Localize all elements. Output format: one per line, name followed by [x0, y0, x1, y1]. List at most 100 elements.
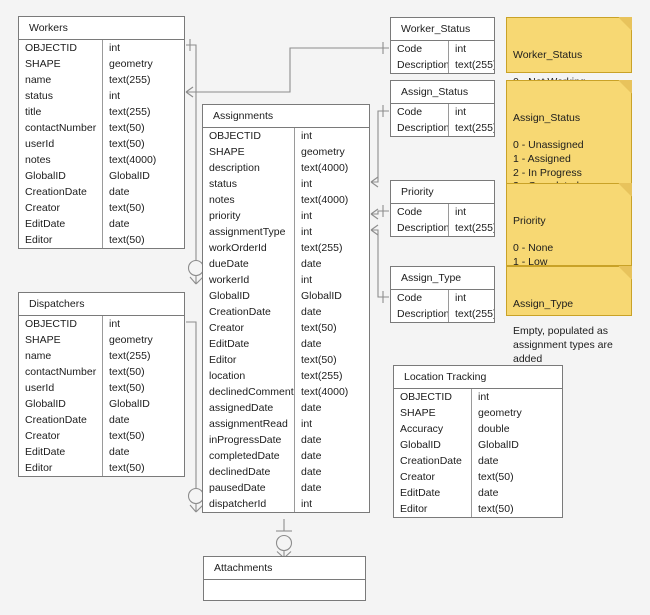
field-name: declinedComment [203, 384, 295, 400]
field-name: GlobalID [394, 437, 472, 453]
field-name: notes [19, 152, 103, 168]
field-type: int [301, 178, 313, 190]
field-type: int [301, 418, 313, 430]
table-title: Attachments [204, 557, 365, 580]
field-name: Code [391, 290, 449, 306]
field-name: Editor [394, 501, 472, 517]
table-row-empty [204, 580, 365, 600]
field-name: CreationDate [394, 453, 472, 469]
table-title: Priority [391, 181, 494, 204]
field-type: date [301, 482, 322, 494]
field-type: text(50) [478, 471, 514, 483]
field-type: date [301, 402, 322, 414]
field-name: dispatcherId [203, 496, 295, 512]
table-title: Worker_Status [391, 18, 494, 41]
table-fields [204, 580, 365, 600]
field-type: int [301, 226, 313, 238]
field-type: text(255) [455, 59, 494, 71]
field-type: double [478, 423, 510, 435]
field-type: date [109, 414, 130, 426]
field-name: assignmentType [203, 224, 295, 240]
field-type: text(255) [109, 74, 151, 86]
field-type: int [478, 391, 490, 403]
field-name: Creator [19, 428, 103, 444]
field-type: text(50) [478, 503, 514, 515]
field-name: SHAPE [19, 56, 103, 72]
table-row: status int [203, 176, 369, 192]
field-name: Editor [19, 232, 103, 248]
field-type: text(255) [455, 222, 494, 234]
field-type: int [455, 206, 467, 218]
field-name: priority [203, 208, 295, 224]
field-type: text(50) [109, 462, 145, 474]
field-type: text(4000) [301, 162, 349, 174]
field-name: EditDate [19, 216, 103, 232]
field-name: workOrderId [203, 240, 295, 256]
field-type: text(50) [109, 366, 145, 378]
table-attachments[interactable]: Attachments [203, 556, 366, 601]
note-fold-corner [618, 183, 632, 197]
note-body: Empty, populated as assignment types are… [513, 325, 613, 365]
field-name: name [19, 72, 103, 88]
field-name: assignmentRead [203, 416, 295, 432]
field-type: int [109, 90, 121, 102]
field-type: text(50) [301, 322, 337, 334]
field-type: date [109, 446, 130, 458]
field-name: status [19, 88, 103, 104]
field-name: Description [391, 306, 449, 322]
field-type: text(255) [301, 242, 343, 254]
table-row: CreationDate date [19, 412, 184, 428]
field-name: Description [391, 220, 449, 236]
field-type: int [109, 318, 121, 330]
note-priority: Priority 0 - None 1 - Low 2 - Medium 3 -… [506, 183, 632, 309]
field-name: CreationDate [19, 412, 103, 428]
field-type: text(4000) [109, 154, 157, 166]
field-name: Code [391, 104, 449, 120]
field-name: workerId [203, 272, 295, 288]
field-type: text(4000) [301, 386, 349, 398]
field-name: EditDate [203, 336, 295, 352]
table-row: name text(255) [19, 72, 184, 88]
field-name: contactNumber [19, 120, 103, 136]
table-title: Assign_Type [391, 267, 494, 290]
field-name: Accuracy [394, 421, 472, 437]
field-name: notes [203, 192, 295, 208]
table-row: workOrderId text(255) [203, 240, 369, 256]
field-name: status [203, 176, 295, 192]
table-row: Accuracy double [394, 421, 562, 437]
field-name: title [19, 104, 103, 120]
table-title: Assignments [203, 105, 369, 128]
field-name: pausedDate [203, 480, 295, 496]
